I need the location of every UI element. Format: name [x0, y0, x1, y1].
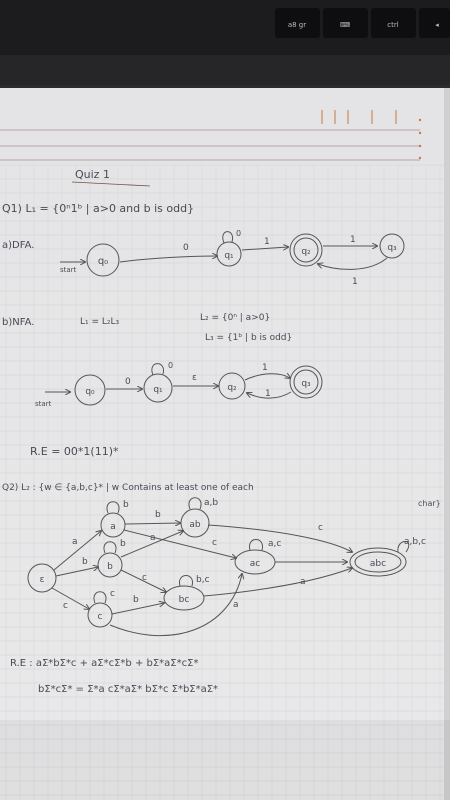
nfa-state-q0 [74, 374, 106, 406]
q2-state-label: ab [189, 520, 201, 530]
dfa-state-q3 [379, 233, 405, 259]
q1-statement: Q1) L₁ = {0ⁿ1ᵇ | a>0 and b is odd} [2, 202, 194, 215]
nfa-state-label: q₁ [153, 385, 163, 395]
dfa-state-label: q₁ [224, 251, 234, 261]
q2-loop-label: c [110, 589, 115, 599]
dfa-diagram: start q₀ 0 q₁ 0 1 q₂ 1 q₃ 1 [60, 229, 405, 287]
q2-edge-label: c [142, 573, 147, 583]
q2-edge-label: c [212, 538, 217, 548]
q2-diagram: ε a b c ab ac bc abc b b c a,b a,c b,c a… [27, 497, 426, 637]
q2-state-label: a [110, 522, 116, 532]
q2-edge-label: a [150, 533, 156, 543]
dfa-state-q0 [86, 243, 120, 277]
nfa-edge-label: 1 [265, 389, 271, 399]
dfa-state-label: q₃ [387, 243, 397, 253]
nfa-state-q3-accept [289, 365, 323, 399]
paper-sheet [0, 88, 450, 800]
nfa-loop-label: 0 [168, 361, 173, 370]
q2-state-label: bc [179, 595, 190, 605]
dfa-state-label: q₀ [98, 256, 108, 267]
q2-edge-label: a [72, 537, 78, 547]
keyboard-key-label: a8 gr [288, 21, 306, 29]
q2-loop-label: b,c [196, 575, 210, 585]
q2-state-a [100, 512, 126, 538]
q2-edge-label: c [318, 523, 323, 533]
q2-statement: Q2) L₂ : {w ∈ {a,b,c}* | w Contains at l… [2, 483, 254, 493]
q2-edge-label: b [155, 510, 161, 520]
q2-statement-cont: char} [418, 499, 441, 508]
nfa-edge-label: ε [192, 373, 197, 383]
keyboard-key[interactable] [419, 8, 450, 38]
dfa-state-q1 [216, 241, 242, 267]
q2-state-bc [163, 585, 205, 611]
q2-loop-label: a,c [268, 539, 281, 549]
dfa-heading: a)DFA. [2, 240, 34, 251]
nfa-state-q2 [218, 372, 246, 400]
dfa-edge-label: 1 [350, 235, 356, 245]
regular-expression-2: R.E : aΣ*bΣ*c + aΣ*cΣ*b + bΣ*aΣ*cΣ* [10, 658, 198, 669]
nfa-state-label: q₂ [227, 383, 237, 393]
nfa-state-label: q₃ [301, 379, 311, 389]
q2-state-label: abc [370, 559, 386, 569]
keyboard-key[interactable] [323, 8, 368, 38]
nfa-state-label: q₀ [85, 387, 95, 397]
keyboard-key[interactable] [275, 8, 320, 38]
l2-definition: L₂ = {0ⁿ | a>0} [200, 313, 270, 323]
paper-header-rules [0, 110, 422, 161]
q2-state-abc-accept [349, 547, 407, 577]
q2-edge-label: b [82, 557, 88, 567]
nfa-state-q1 [143, 373, 173, 403]
start-label: start [35, 400, 52, 408]
q2-state-label: b [107, 562, 113, 572]
q2-state-c [87, 602, 113, 628]
dfa-edge-label: 0 [183, 243, 189, 253]
q2-loop-label: b [120, 539, 126, 549]
keyboard-key-label: ⌨ [340, 21, 350, 29]
dfa-loop-label: 0 [236, 229, 241, 238]
q2-loop-label: a,b [204, 498, 218, 508]
paper-grid [0, 164, 444, 800]
language-decomposition: L₁ = L₂L₃ [80, 317, 120, 327]
l3-definition: L₃ = {1ᵇ | b is odd} [205, 333, 292, 343]
q2-edge-label: a [233, 600, 239, 610]
keyboard-key-label: ctrl [387, 21, 398, 29]
keyboard-key-label: ◂ [435, 21, 439, 29]
dfa-edge-label: 1 [264, 237, 270, 247]
laptop-hinge [0, 55, 450, 85]
dfa-edge-label: 1 [352, 277, 358, 287]
q2-loop-label: a,b,c [404, 537, 426, 547]
q2-edge-label: c [63, 601, 68, 611]
q2-state-epsilon [27, 563, 57, 593]
regular-expression-1: R.E = 00*1(11)* [30, 445, 119, 458]
nfa-edge-label: 0 [125, 377, 131, 387]
q2-edge-label: b [133, 595, 139, 605]
nfa-heading: b)NFA. [2, 317, 34, 328]
q2-state-label: c [98, 612, 103, 622]
q2-state-label: ac [250, 559, 261, 569]
dfa-state-label: q₂ [301, 247, 311, 257]
regular-expression-2-cont: bΣ*cΣ* = Σ*a cΣ*aΣ* bΣ*c Σ*bΣ*aΣ* [38, 684, 218, 695]
q2-edge-label: a [300, 577, 306, 587]
keyboard: a8 gr ⌨ ctrl ◂ [275, 8, 450, 38]
keyboard-key[interactable] [371, 8, 416, 38]
q2-state-label: ε [40, 575, 45, 585]
q2-loop-label: b [123, 500, 129, 510]
quiz-title: Quiz 1 [75, 168, 110, 181]
nfa-edge-label: 1 [262, 363, 268, 373]
nfa-diagram: start q₀ 0 q₁ 0 ε q₂ 1 1 q₃ [35, 361, 323, 408]
dfa-state-q2-accept [289, 233, 323, 267]
start-label: start [60, 266, 77, 274]
